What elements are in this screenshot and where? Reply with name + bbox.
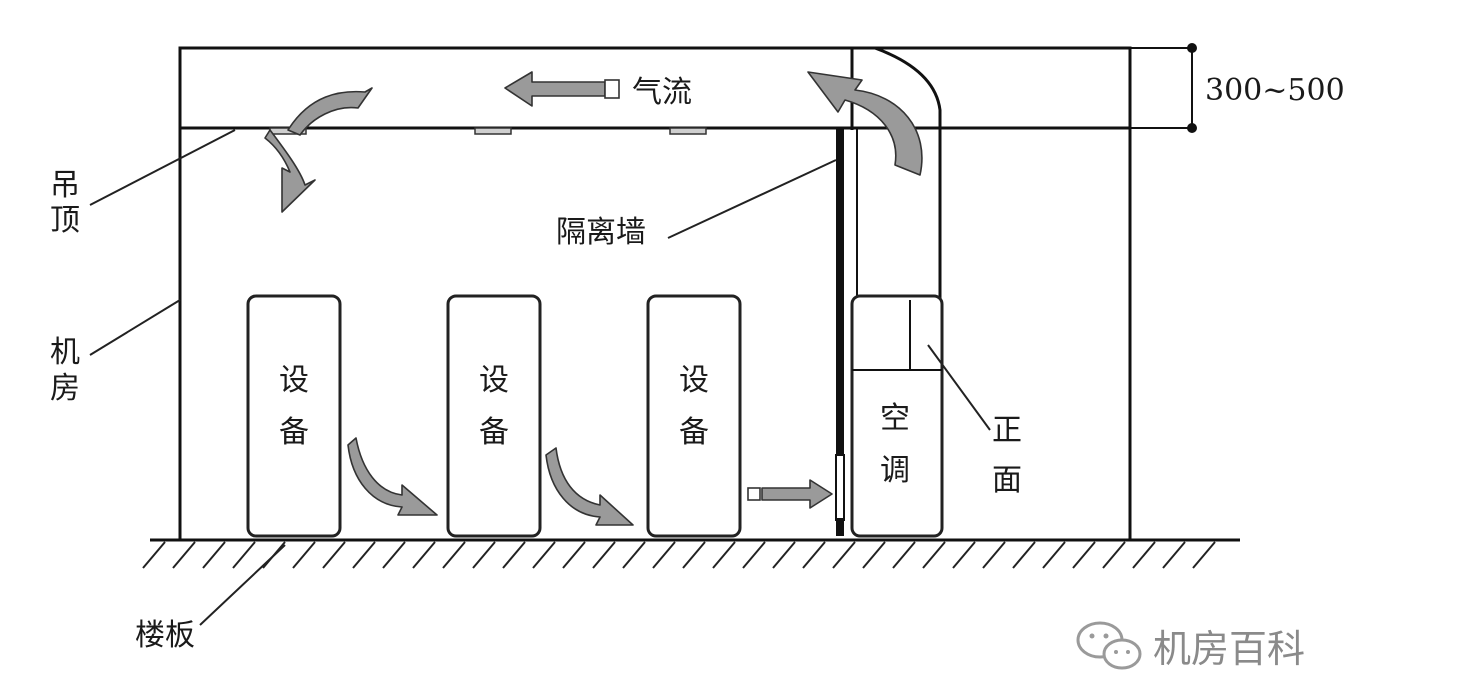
equipment-label-2: 备 (479, 415, 509, 450)
floor-hatch-line (1102, 541, 1126, 569)
floor-hatch-line (472, 541, 496, 569)
floor-hatch-line (1072, 541, 1096, 569)
floor-hatch-line (292, 541, 316, 569)
ceiling-vent (669, 127, 707, 135)
dimension-dot (1187, 43, 1197, 53)
floor-hatch-line (742, 541, 766, 569)
floor-hatch-line (592, 541, 616, 569)
floor-hatch-line (232, 541, 256, 569)
floor-hatch-line (1012, 541, 1036, 569)
airflow-curved-arrow (545, 447, 634, 526)
partition-wall (836, 128, 844, 458)
airflow-curved-arrow (347, 437, 438, 516)
equipment-label-1: 设 (679, 363, 709, 398)
floor-hatch-line (982, 541, 1006, 569)
floor-hatch-line (202, 541, 226, 569)
floor-hatch-line (322, 541, 346, 569)
wechat-icon (1076, 621, 1142, 670)
airflow-arrow-under-partition (747, 479, 833, 509)
floor-hatch-line (142, 541, 166, 569)
watermark-text: 机房百科 (1153, 627, 1305, 671)
airflow-curved-arrow (807, 71, 923, 176)
floor-hatch-line (832, 541, 856, 569)
airflow-curved-arrow (264, 129, 316, 213)
ac-unit (850, 294, 944, 538)
floor-hatch-line (712, 541, 736, 569)
floor-label: 楼板 (135, 618, 195, 653)
floor-hatch-line (802, 541, 826, 569)
floor-hatch-line (922, 541, 946, 569)
leader-partition (667, 159, 837, 239)
partition-wall-gap (835, 454, 845, 521)
partition-wall-foot (836, 518, 844, 536)
floor-hatch-line (352, 541, 376, 569)
equipment-rack (646, 294, 742, 538)
floor-hatch-line (652, 541, 676, 569)
ac-label-2: 调 (880, 453, 910, 488)
floor-hatch-line (172, 541, 196, 569)
floor-hatch-line (1132, 541, 1156, 569)
ceiling-label-2: 顶 (50, 203, 80, 238)
dimension-label: 300~500 (1205, 73, 1345, 108)
floor-hatch-line (862, 541, 886, 569)
dimension-line (1130, 47, 1195, 129)
room-label-1: 机 (50, 335, 80, 370)
equipment-rack (246, 294, 342, 538)
floor-hatch-line (772, 541, 796, 569)
floor-hatch-line (502, 541, 526, 569)
ceiling-plenum (178, 46, 1132, 130)
partition-label: 隔离墙 (556, 215, 646, 250)
floor-hatch-line (1192, 541, 1216, 569)
ceiling-vent (474, 127, 512, 135)
floor-hatch-line (382, 541, 406, 569)
floor-hatch-line (952, 541, 976, 569)
airflow-arrow-plenum (504, 71, 620, 107)
floor-hatch-line (682, 541, 706, 569)
room-label-2: 房 (50, 371, 80, 406)
floor-hatch-line (1162, 541, 1186, 569)
floor-hatch-line (892, 541, 916, 569)
leader-front (927, 344, 991, 431)
floor-hatch-line (532, 541, 556, 569)
floor-hatch-line (562, 541, 586, 569)
equipment-label-2: 备 (679, 415, 709, 450)
equipment-label-2: 备 (279, 415, 309, 450)
room-walls (178, 128, 1132, 540)
ac-label-1: 空 (880, 401, 910, 436)
front-label-1: 正 (992, 413, 1022, 448)
floor-hatch-line (412, 541, 436, 569)
airflow-label: 气流 (632, 75, 692, 110)
airflow-curved-arrow (287, 87, 373, 136)
floor-hatch-line (442, 541, 466, 569)
ceiling-label-1: 吊 (50, 168, 80, 203)
floor-hatching (142, 541, 1216, 569)
equipment-label-1: 设 (479, 363, 509, 398)
ac-duct (850, 46, 942, 300)
leader-room (89, 299, 181, 356)
floor-hatch-line (1042, 541, 1066, 569)
floor-hatch-line (622, 541, 646, 569)
dimension-dot (1187, 123, 1197, 133)
equipment-label-1: 设 (279, 363, 309, 398)
front-label-2: 面 (992, 463, 1022, 498)
leader-floor (199, 544, 286, 626)
equipment-rack (446, 294, 542, 538)
leader-ceiling (89, 129, 236, 206)
